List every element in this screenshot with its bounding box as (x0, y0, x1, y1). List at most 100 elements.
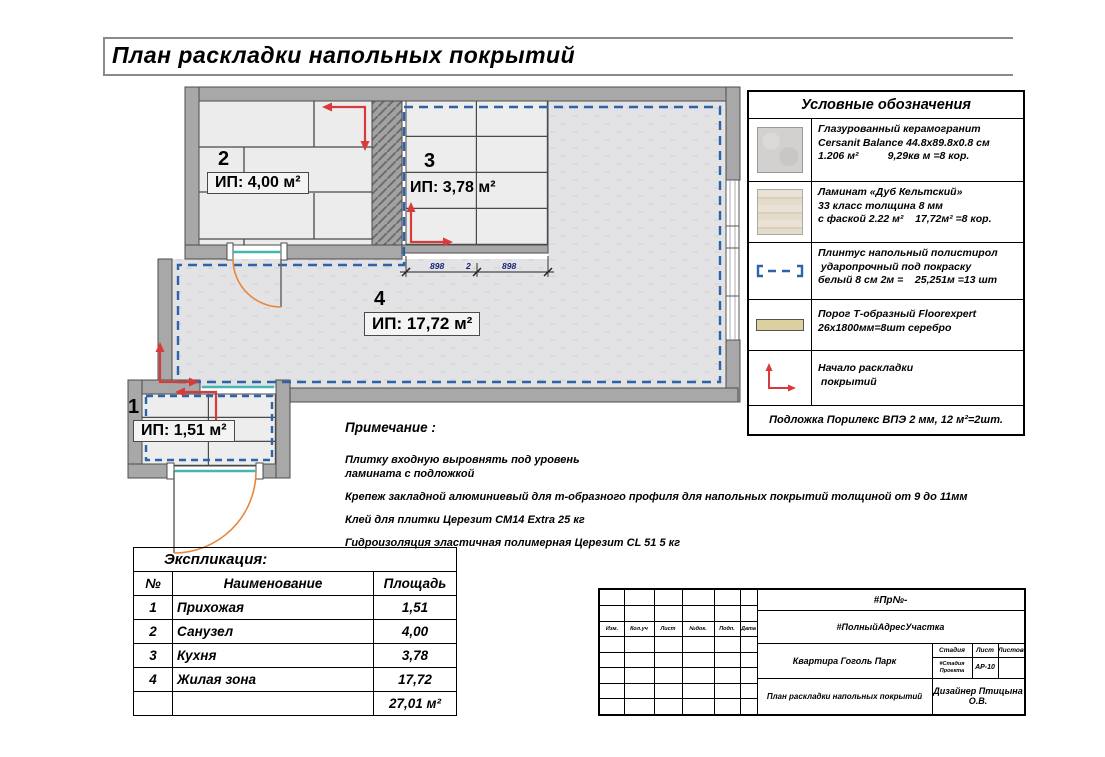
room-area-hall: ИП: 1,51 м² (133, 420, 235, 442)
room-area-kitchen: ИП: 3,78 м² (410, 179, 496, 196)
explication-title: Экспликация: (133, 547, 457, 572)
table-row: 4 Жилая зона 17,72 (133, 667, 457, 692)
room-area-bath: ИП: 4,00 м² (207, 172, 309, 194)
tb-stage-hdr: Стадия (939, 646, 965, 654)
room-number-living: 4 (374, 288, 386, 310)
tb-project-no: #Пр№- (873, 594, 908, 606)
row-number: 1 (133, 595, 173, 620)
col-area: Площадь (373, 571, 457, 596)
door-bath (232, 258, 282, 308)
legend-text-line: Глазурованный керамогранит (818, 123, 981, 135)
legend-text-line: Ламинат «Дуб Кельтский» (818, 186, 963, 198)
tb-author: Дизайнер Птицына О.В. (933, 686, 1023, 706)
tb-stage-value: #Стадия Проекта (939, 660, 965, 674)
tb-sheets-hdr: Листов (998, 646, 1024, 654)
room-number-hall: 1 (128, 396, 140, 418)
table-row: 1 Прихожая 1,51 (133, 595, 457, 620)
door-entry (173, 470, 257, 554)
row-area: 17,72 (373, 667, 457, 692)
tb-sheet-hdr: Лист (976, 646, 994, 654)
table-row: 3 Кухня 3,78 (133, 643, 457, 668)
legend-text-line: 1.206 м² 9,29кв м =8 кор. (818, 150, 970, 162)
tb-drawing-name: План раскладки напольных покрытий (766, 691, 923, 701)
threshold-lines (174, 250, 281, 473)
col-number: № (133, 571, 173, 596)
note-line: Гидроизоляция эластичная полимерная Цере… (345, 537, 681, 549)
dim-label-left: 898 (430, 261, 445, 271)
kitchen-laminate-floor (405, 100, 549, 246)
door-jambs (166, 242, 288, 480)
row-number: 4 (133, 667, 173, 692)
legend-text-line: Плинтус напольный полистирол (818, 247, 998, 259)
note-line: Клей для плитки Церезит СМ14 Extra 25 кг (345, 514, 585, 526)
row-name: Санузел (172, 619, 374, 644)
total-row: 27,01 м² (133, 691, 457, 716)
tb-hdr-dok: №док. (689, 626, 707, 632)
legend-item-tile: Глазурованный керамогранит Cersanit Bala… (749, 119, 1023, 182)
laminate-swatch (757, 189, 803, 235)
legend-item-threshold: Порог Т-образный Floorexpert 26х1800мм=8… (749, 300, 1023, 351)
legend-text-line: белый 8 см 2м = 25,251м =13 шт (818, 274, 998, 286)
row-area: 3,78 (373, 643, 457, 668)
tb-hdr-izm: Изм. (605, 626, 619, 632)
dimension-line (400, 256, 554, 277)
walls (127, 86, 741, 479)
note-line: Плитку входную выровнять под уровень (345, 454, 580, 466)
legend-text-line: 26х1800мм=8шт серебро (818, 321, 952, 334)
dim-label-middle: 2 (466, 261, 471, 271)
title-block: Изм. Кол.уч Лист №док. Подп. Дата #Пр№- … (598, 588, 1026, 716)
legend-text-line: с фаской 2.22 м² 17,72м² =8 кор. (818, 213, 992, 225)
sheet-frame-left (103, 37, 105, 76)
legend-text-line: ударопрочный под покраску (818, 260, 972, 273)
row-name: Прихожая (172, 595, 374, 620)
threshold-bar-icon (756, 319, 804, 331)
legend-item-plinth: Плинтус напольный полистирол ударопрочны… (749, 243, 1023, 300)
legend-item-start: Начало раскладки покрытий (749, 351, 1023, 406)
layout-start-icon (765, 363, 796, 392)
tb-sheet-value: АР-10 (975, 664, 995, 671)
room-area-living: ИП: 17,72 м² (364, 312, 481, 336)
title-underline (103, 74, 1013, 76)
legend-text-line: Порог Т-образный Floorexpert (818, 308, 977, 320)
legend-title: Условные обозначения (749, 92, 1023, 119)
legend-item-laminate: Ламинат «Дуб Кельтский» 33 класс толщина… (749, 182, 1023, 243)
row-name: Кухня (172, 643, 374, 668)
layout-start-arrows (158, 105, 444, 424)
page-title: План раскладки напольных покрытий (112, 42, 576, 68)
legend: Условные обозначения Глазурованный керам… (747, 90, 1025, 436)
room-number-kitchen: 3 (424, 150, 436, 172)
legend-text-line: покрытий (818, 375, 877, 388)
legend-text-line: Cersanit Balance 44.8х89.8х0.8 см (818, 136, 990, 149)
tb-line (757, 590, 759, 714)
tb-hdr-data: Дата (741, 626, 756, 632)
room-number-bath: 2 (218, 148, 230, 170)
tb-hdr-podp: Подп. (719, 626, 735, 632)
legend-text-line: 33 класс толщина 8 мм (818, 199, 943, 212)
legend-text-line: Начало раскладки (818, 362, 914, 374)
row-number: 2 (133, 619, 173, 644)
total-area: 27,01 м² (373, 691, 457, 716)
notes-block: Примечание : Плитку входную выровнять по… (345, 420, 1090, 550)
explication-header-row: № Наименование Площадь (133, 571, 457, 596)
dim-label-right: 898 (502, 261, 517, 271)
explication-table: Экспликация: № Наименование Площадь 1 Пр… (133, 547, 457, 716)
row-name: Жилая зона (172, 667, 374, 692)
tb-object: Квартира Гоголь Парк (792, 655, 897, 666)
tb-address: #ПолныйАдресУчастка (836, 621, 945, 632)
tb-hdr-koluch: Кол.уч (630, 626, 648, 632)
sheet-frame-top (103, 37, 1013, 39)
row-number: 3 (133, 643, 173, 668)
row-area: 1,51 (373, 595, 457, 620)
note-line: ламината с подложкой (345, 468, 475, 480)
legend-footer: Подложка Порилекс ВПЭ 2 мм, 12 м²=2шт. (769, 414, 1003, 426)
notes-title: Примечание : (345, 420, 436, 435)
shaft-hatched (371, 100, 403, 246)
floor-plan: 2 ИП: 4,00 м² 3 ИП: 3,78 м² 4 ИП: 17,72 … (108, 80, 753, 560)
tb-sheets-value (998, 657, 1024, 678)
window (725, 179, 740, 341)
table-row: 2 Санузел 4,00 (133, 619, 457, 644)
tile-swatch (757, 127, 803, 173)
plinth-dashed-icon (756, 264, 804, 278)
tb-hdr-list: Лист (660, 626, 676, 632)
